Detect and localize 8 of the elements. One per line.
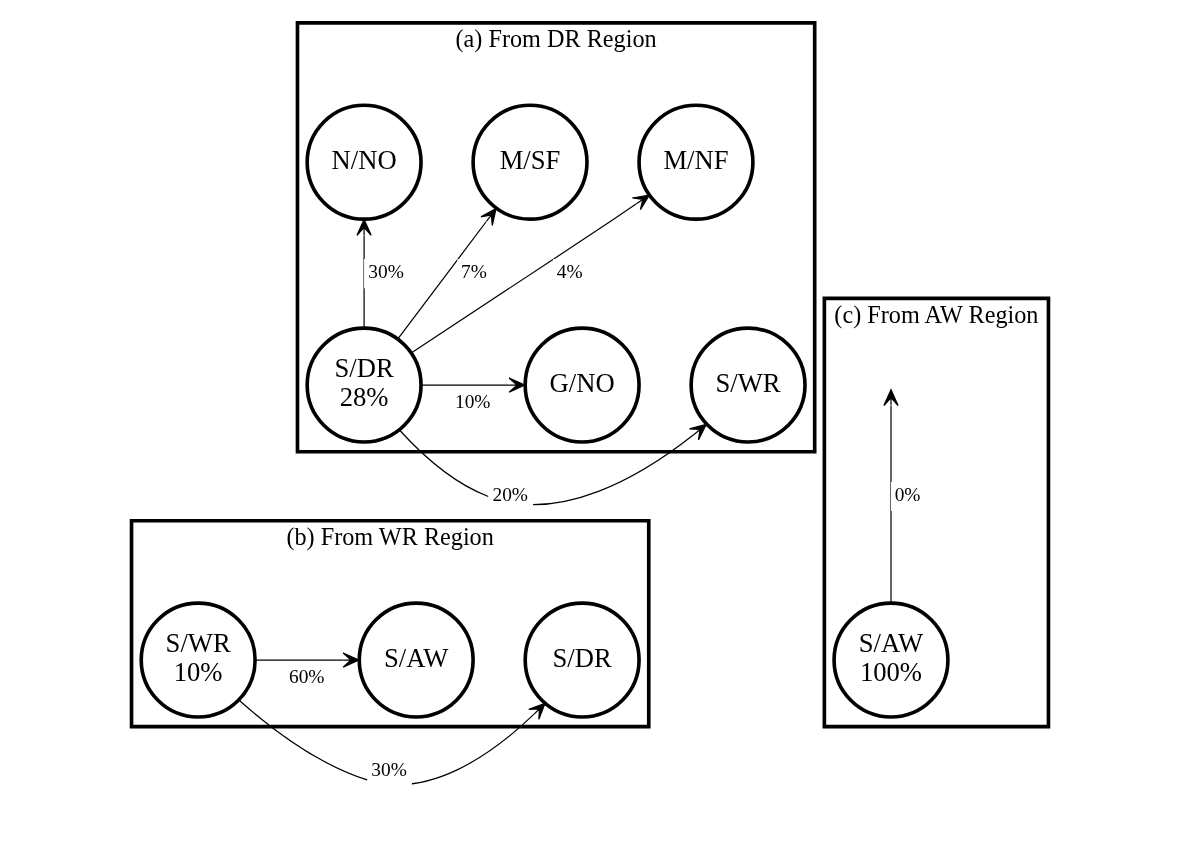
edge-label: 30%	[367, 261, 404, 283]
edge-label: 0%	[894, 484, 920, 506]
edge-label: 7%	[460, 261, 487, 283]
edge-label: 20%	[491, 484, 528, 506]
edge-label: 4%	[556, 261, 583, 283]
edge-label: 60%	[288, 665, 325, 687]
edge-label: 10%	[454, 390, 490, 412]
edge-label: 30%	[370, 759, 407, 781]
